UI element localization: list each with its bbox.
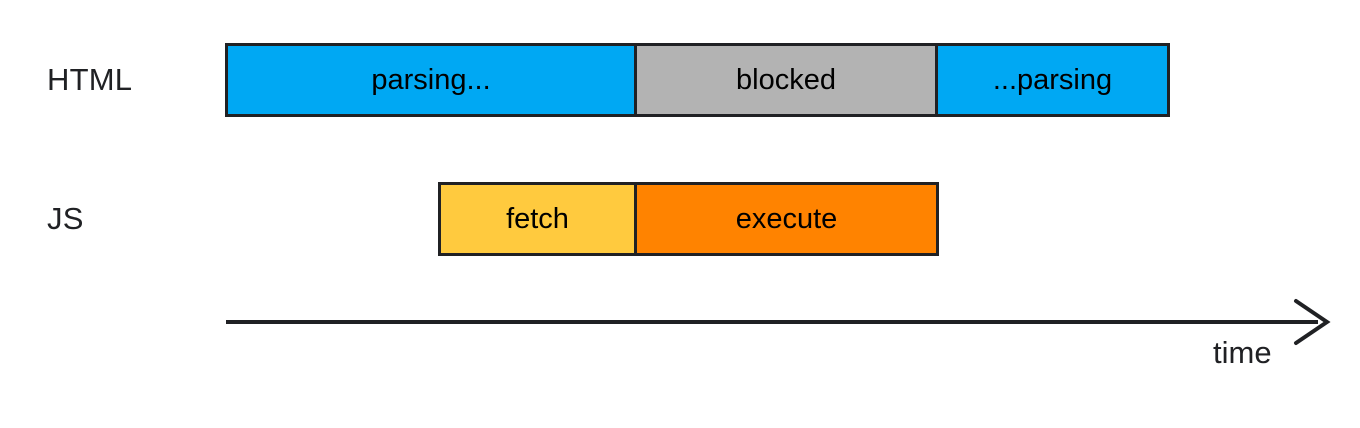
arrow-right-icon <box>1294 299 1331 345</box>
timeline-bar-html: parsing... blocked ...parsing <box>225 43 1170 117</box>
segment-js-execute: execute <box>634 182 939 256</box>
segment-html-blocked: blocked <box>634 43 938 117</box>
time-axis <box>220 295 1340 351</box>
row-label-html: HTML <box>47 62 133 97</box>
time-axis-label: time <box>1213 335 1272 370</box>
segment-js-fetch: fetch <box>438 182 637 256</box>
timeline-bar-js: fetch execute <box>438 182 939 256</box>
segment-html-parsing-end: ...parsing <box>935 43 1170 117</box>
segment-html-parsing-start: parsing... <box>225 43 637 117</box>
row-label-js: JS <box>47 201 84 236</box>
